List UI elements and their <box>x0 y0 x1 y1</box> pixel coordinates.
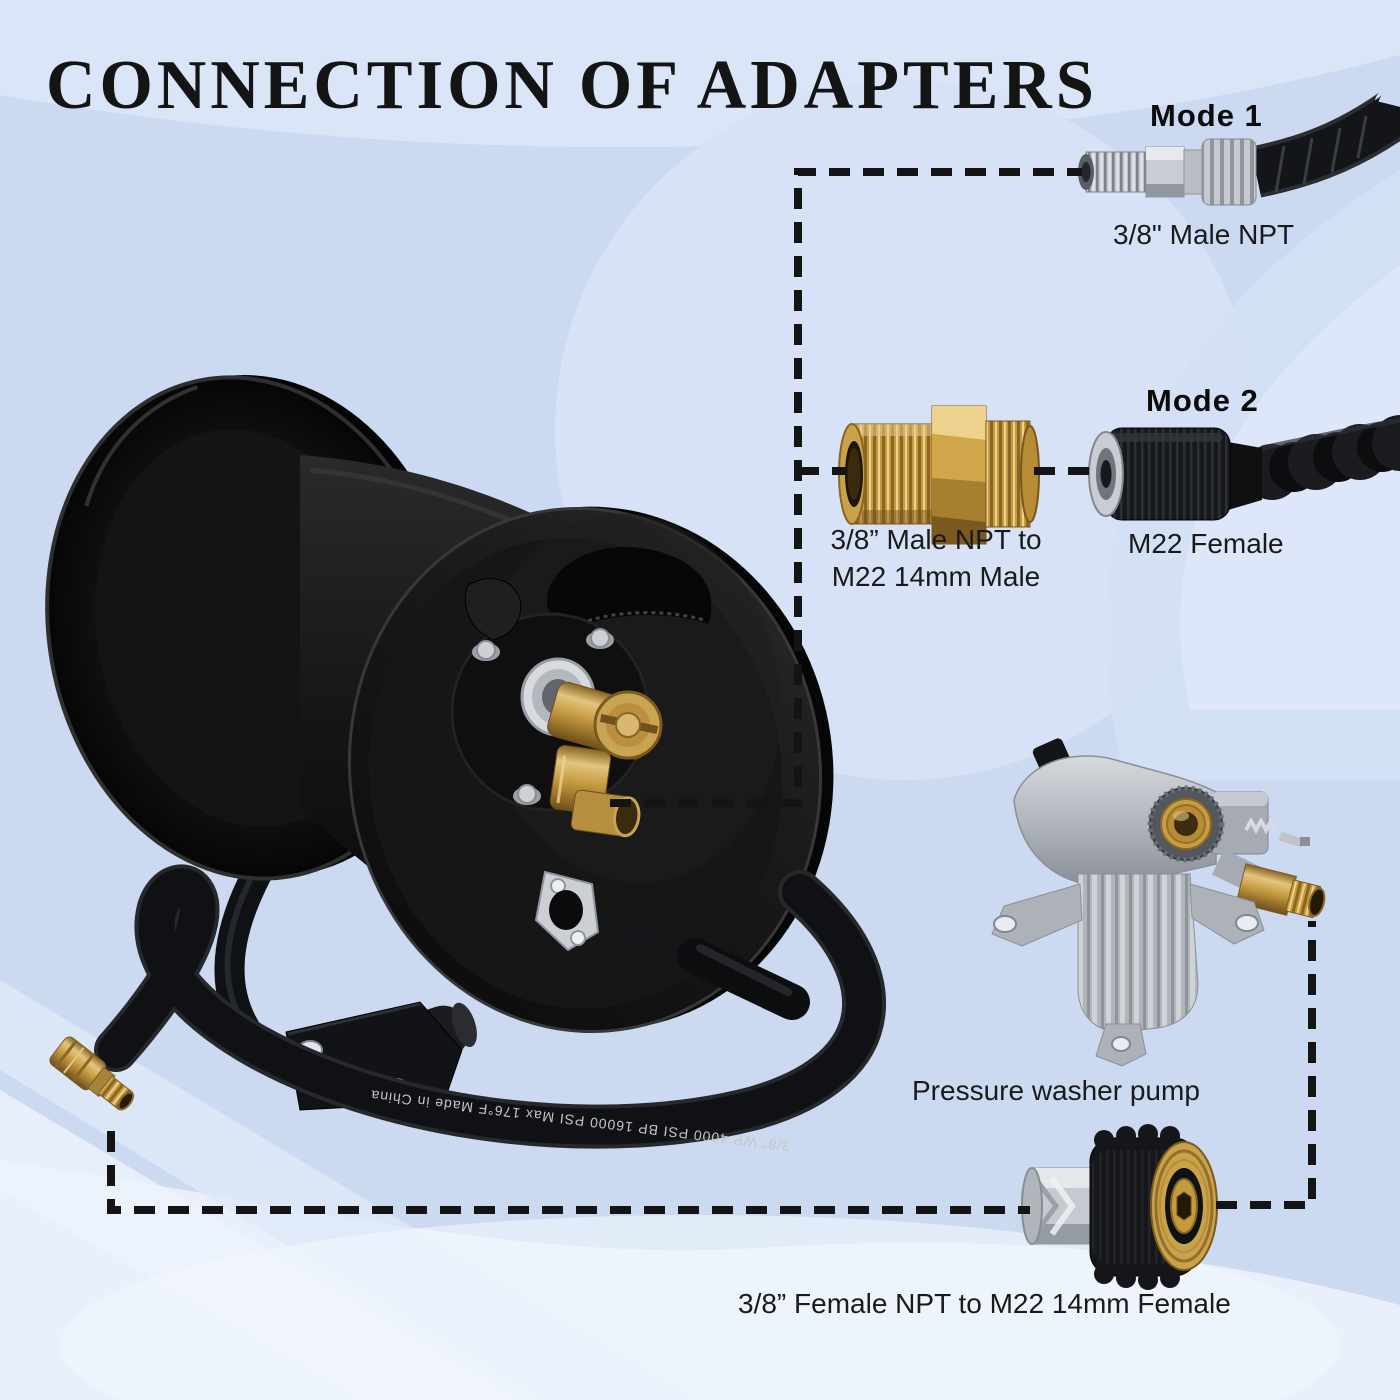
unloader-spring <box>1244 816 1278 835</box>
mode2-adapter-caption-line2: M22 14mm Male <box>831 561 1041 592</box>
hub-bolt <box>586 628 614 649</box>
mode1-steel-fitting <box>1078 91 1400 206</box>
brass-swivel-elbow-fitting <box>547 681 663 838</box>
mounting-hole <box>993 915 1017 933</box>
dashed-line-reel-to-mode1 <box>610 168 1082 807</box>
crimp-sleeve <box>1201 138 1257 206</box>
hub-bolt <box>513 784 541 805</box>
mode1-label: Mode 1 <box>1150 98 1263 133</box>
m22-female-caption: M22 Female <box>1128 528 1284 559</box>
mounting-hole <box>1235 914 1259 932</box>
pump-caption: Pressure washer pump <box>912 1075 1200 1106</box>
hub-bolt <box>472 640 500 661</box>
reel-hose: 3/8" WP 4000 PSI BP 16000 PSI Max 176°F … <box>94 864 887 1155</box>
connector-lines <box>107 168 1316 1214</box>
mode1-caption: 3/8" Male NPT <box>1113 219 1295 250</box>
pressure-washer-pump <box>991 738 1326 1067</box>
hex-bore <box>1176 1191 1192 1221</box>
hose-stopper-clamp <box>464 578 522 641</box>
mode2-adapter-caption: 3/8” Male NPT to M22 14mm Male <box>806 521 1066 595</box>
mode2-adapter-caption-line1: 3/8” Male NPT to <box>830 524 1042 555</box>
hose-reel-illustration: MINGLE <box>45 375 887 1155</box>
crank-handle <box>534 870 810 1020</box>
mounting-hole <box>1111 1036 1131 1052</box>
hose-guard-highlight <box>1261 417 1400 451</box>
bottom-adapter-caption: 3/8” Female NPT to M22 14mm Female <box>738 1288 1231 1319</box>
pump-brass-outlet <box>1235 863 1326 919</box>
page-title: CONNECTION OF ADAPTERS <box>46 47 1098 124</box>
crank-grip <box>677 938 810 1020</box>
dashed-line-hose-to-adapter <box>107 1131 1030 1214</box>
mode2-label: Mode 2 <box>1146 383 1259 418</box>
male-npt-threads <box>1085 151 1147 193</box>
npt-to-m22-adapter <box>1021 1124 1218 1290</box>
m22-female-coupler <box>1088 415 1400 521</box>
pump-crankcase <box>1077 873 1199 1033</box>
mode1-hose <box>1251 94 1400 194</box>
mode2-brass-adapter <box>838 405 1040 545</box>
dashed-line-adapter-to-pump <box>1216 921 1316 1209</box>
hose-end-male-fitting <box>49 1036 135 1111</box>
